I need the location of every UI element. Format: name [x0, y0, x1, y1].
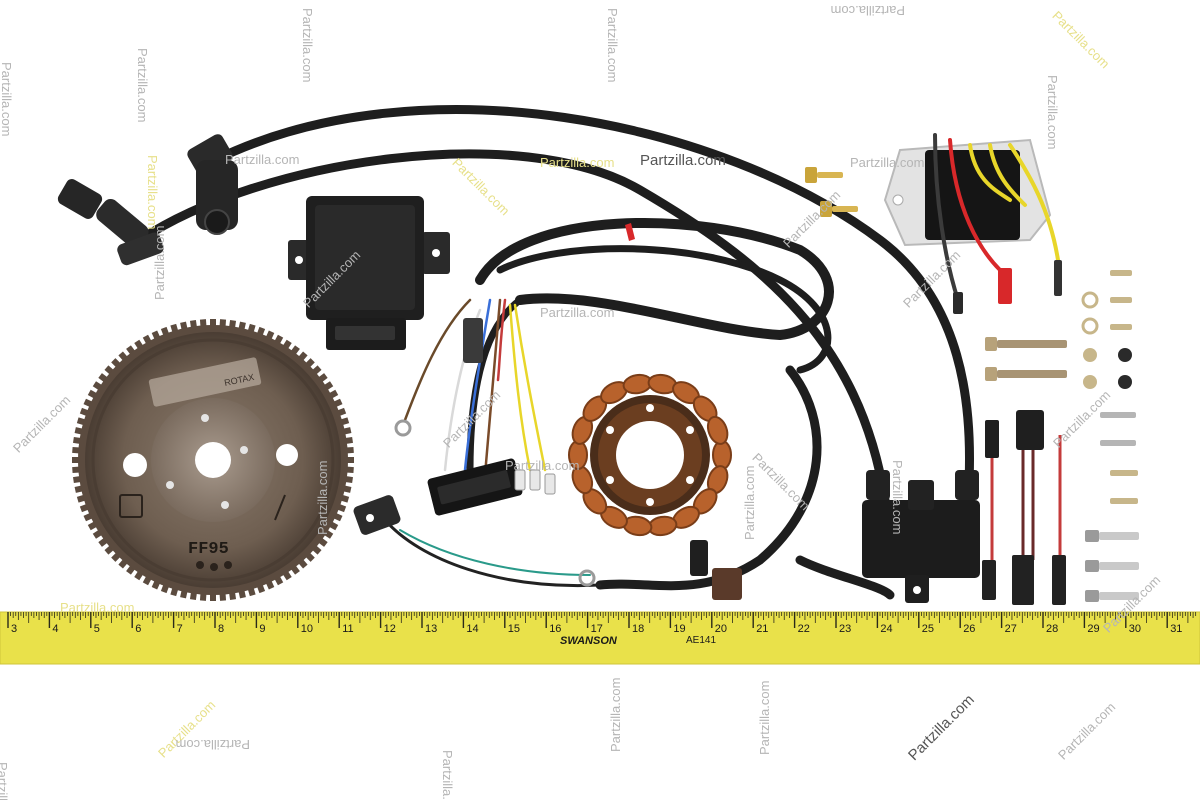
regulator-wires [933, 133, 1060, 302]
ruler-number: 20 [715, 623, 727, 635]
ring-terminal [394, 419, 412, 437]
ruler-model: AE141 [686, 635, 716, 646]
stator-coil [706, 415, 729, 445]
ruler-number: 15 [508, 623, 520, 635]
ruler-number: 30 [1129, 623, 1141, 635]
ruler-number: 8 [218, 623, 224, 635]
jumper-harnesses [982, 410, 1066, 605]
ruler-number: 25 [922, 623, 934, 635]
yellow-wire-terminal [1054, 260, 1062, 296]
ruler-number: 26 [963, 623, 975, 635]
spark-plug-cap-right [187, 134, 238, 235]
ruler-number: 19 [673, 623, 685, 635]
voltage-regulator [883, 138, 1052, 247]
flywheel-stamp: FF95 [188, 540, 229, 559]
ruler-number: 18 [632, 623, 644, 635]
black-connector [953, 292, 963, 314]
red-connector [998, 268, 1012, 304]
spade-connectors [514, 469, 556, 495]
gear-tooth [210, 319, 216, 329]
ruler-number: 28 [1046, 623, 1058, 635]
ruler-number: 10 [301, 623, 313, 635]
ignition-coil [862, 470, 980, 603]
stator-coils [568, 373, 732, 537]
cdi-ignition-box [288, 196, 450, 350]
ruler-number: 16 [549, 623, 561, 635]
ruler-number: 23 [839, 623, 851, 635]
ruler-number: 24 [880, 623, 892, 635]
ruler-number: 21 [756, 623, 768, 635]
ruler-number: 29 [1087, 623, 1099, 635]
stator-coil [712, 440, 732, 470]
stator-coil [568, 440, 588, 470]
ruler-number: 6 [135, 623, 141, 635]
spark-plug-cap-left [57, 179, 164, 266]
ruler-brand: SWANSON [560, 635, 618, 647]
trigger-pickup-sensor [353, 495, 401, 535]
flywheel-ring-gear [72, 319, 354, 601]
ruler-number: 5 [94, 623, 100, 635]
ruler-number: 4 [52, 623, 58, 635]
ruler-number: 17 [591, 623, 603, 635]
ruler-number: 7 [177, 623, 183, 635]
washers-and-nuts [1081, 291, 1132, 389]
ruler-number: 3 [11, 623, 17, 635]
measuring-ruler [0, 611, 1200, 665]
gold-bolts [805, 167, 858, 217]
main-wiring-cables [135, 105, 974, 600]
grommet [690, 540, 708, 576]
ruler-number: 14 [466, 623, 478, 635]
harness-connector-large [427, 458, 523, 516]
socket-cap-screws [1085, 530, 1139, 602]
long-bolts [985, 337, 1067, 381]
ruler-number: 22 [798, 623, 810, 635]
small-screws [1100, 270, 1138, 504]
ruler-number: 11 [342, 623, 353, 635]
ring-terminal [578, 569, 596, 587]
stator-connector [712, 568, 742, 600]
harness-tape-red [625, 223, 635, 241]
harness-thin-wires [383, 298, 602, 588]
ruler-number: 27 [1005, 623, 1017, 635]
ruler-number: 31 [1170, 623, 1182, 635]
harness-small-connector [463, 318, 483, 363]
ruler-numbers: 3 4 5 6 7 8 9 10 11 12 13 14 15 16 17 18 19 20 21 22 23 24 25 2… [11, 623, 1182, 635]
ruler-number: 12 [384, 623, 396, 635]
gear-tooth [210, 591, 216, 601]
ruler-number: 9 [259, 623, 265, 635]
ruler-number: 13 [425, 623, 437, 635]
